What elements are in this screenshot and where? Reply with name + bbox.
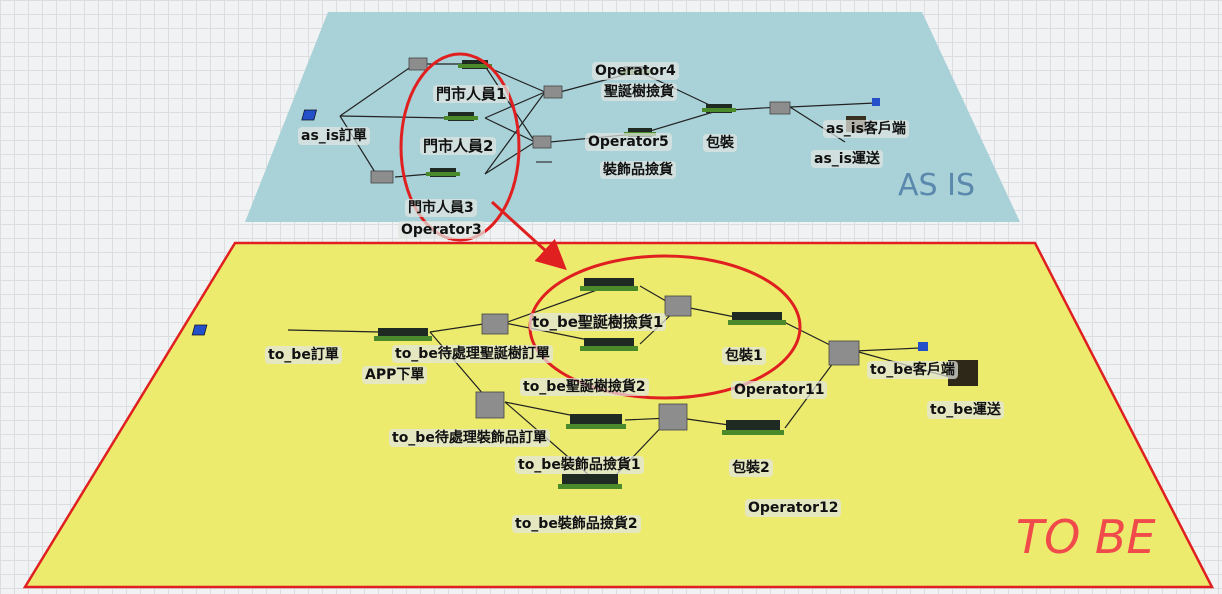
- to-be-pending-xmas-label: to_be待處理聖誕樹訂單: [392, 345, 553, 363]
- as-is-processor: [458, 64, 492, 68]
- as-is-queue: [532, 135, 552, 149]
- to-be-customer-label: to_be客戶端: [867, 361, 958, 379]
- to-be-order-label: to_be訂單: [265, 346, 342, 364]
- to-be-operator12-label: Operator12: [745, 499, 842, 517]
- highlight-ellipse-as-is: [399, 52, 521, 242]
- to-be-processor: [580, 286, 638, 291]
- highlight-arrow: [490, 200, 567, 271]
- to-be-deco-pick1-label: to_be裝飾品撿貨1: [515, 456, 644, 474]
- to-be-order-source-icon: [191, 324, 208, 336]
- to-be-processor: [566, 424, 626, 429]
- as-is-clerk1-label: 門市人員1: [433, 85, 510, 103]
- to-be-app-order-label: APP下單: [362, 366, 428, 384]
- to-be-deco-pick2-label: to_be裝飾品撿貨2: [512, 515, 641, 533]
- to-be-processor: [558, 484, 622, 489]
- as-is-queue: [370, 170, 394, 184]
- as-is-order-source-icon: [301, 109, 318, 121]
- as-is-xmas-pick-label: 聖誕樹撿貨: [601, 83, 677, 101]
- to-be-processor: [580, 346, 638, 351]
- to-be-operator11-label: Operator11: [731, 381, 828, 399]
- to-be-queue: [481, 313, 509, 335]
- to-be-queue: [475, 391, 505, 419]
- to-be-processor: [728, 320, 786, 325]
- as-is-operator3-label: Operator3: [398, 221, 485, 239]
- as-is-ship-label: as_is運送: [811, 150, 883, 168]
- as-is-clerk2-label: 門市人員2: [420, 137, 497, 155]
- to-be-pack1-label: 包裝1: [722, 347, 766, 365]
- as-is-processor: [444, 116, 478, 120]
- as-is-queue: [408, 57, 428, 71]
- to-be-processor: [374, 336, 432, 341]
- to-be-ship-label: to_be運送: [927, 401, 1004, 419]
- to-be-xmas-pick1-label: to_be聖誕樹撿貨1: [529, 313, 667, 331]
- as-is-processor: [426, 172, 460, 176]
- as-is-clerk3-label: 門市人員3: [405, 199, 477, 217]
- to-be-title: TO BE: [1016, 510, 1156, 564]
- as-is-customer-label: as_is客戶端: [823, 120, 909, 138]
- as-is-operator4-label: Operator4: [592, 62, 679, 80]
- to-be-queue: [664, 295, 692, 317]
- as-is-processor: [702, 108, 736, 112]
- to-be-border: [22, 241, 1215, 589]
- to-be-processor: [722, 430, 784, 435]
- to-be-queue: [658, 403, 688, 431]
- as-is-operator5-label: Operator5: [585, 133, 672, 151]
- as-is-pack-label: 包裝: [703, 134, 737, 152]
- to-be-xmas-pick2-label: to_be聖誕樹撿貨2: [520, 378, 649, 396]
- to-be-pack2-label: 包裝2: [729, 459, 773, 477]
- as-is-sink-icon: [872, 98, 880, 106]
- as-is-deco-pick-label: 裝飾品撿貨: [600, 161, 676, 179]
- to-be-pending-deco-label: to_be待處理裝飾品訂單: [389, 429, 550, 447]
- as-is-queue: [543, 85, 563, 99]
- as-is-title: AS IS: [898, 168, 975, 203]
- as-is-order-label: as_is訂單: [298, 127, 370, 145]
- to-be-queue: [828, 340, 860, 366]
- to-be-sink-icon: [918, 342, 928, 351]
- as-is-queue: [769, 101, 791, 115]
